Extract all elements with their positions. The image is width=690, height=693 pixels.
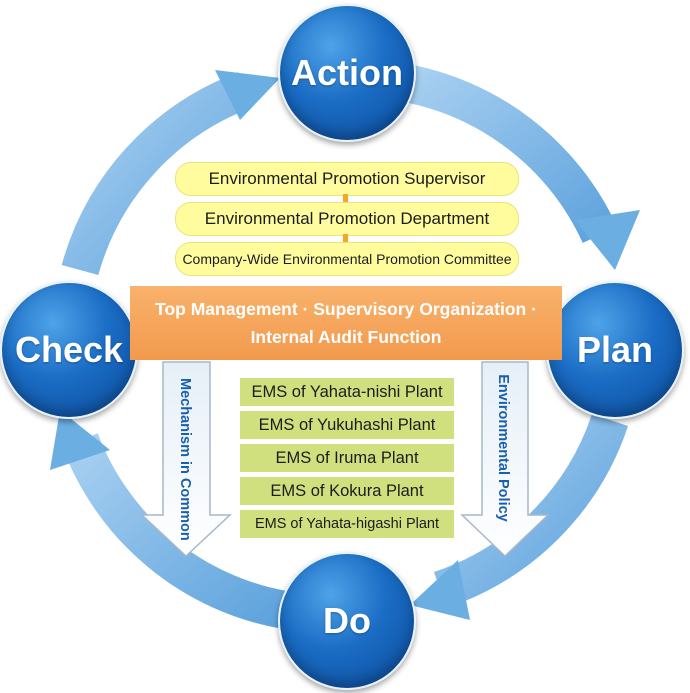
do-label: Do — [323, 600, 371, 641]
mechanism-in-common-label: Mechanism in Common — [177, 378, 193, 541]
pill-connector — [343, 194, 348, 203]
committee-pill: Company-Wide Environmental Promotion Com… — [175, 242, 519, 276]
plant-ems-box: EMS of Yahata-nishi Plant — [240, 378, 454, 406]
ring-arrow-action-to-plan — [396, 63, 640, 270]
plant-ems-box: EMS of Yahata-higashi Plant — [240, 510, 454, 538]
plan-label: Plan — [576, 329, 654, 370]
supervisor-pill: Environmental Promotion Supervisor — [175, 162, 519, 196]
check-node: Check — [0, 281, 138, 419]
plan-node: Plan — [546, 281, 684, 419]
band-line-2: Internal Audit Function — [250, 327, 442, 347]
policy-down-arrow — [460, 361, 550, 558]
plant-ems-box: EMS of Yukuhashi Plant — [240, 411, 454, 439]
ring-arrow-check-to-action — [61, 70, 280, 276]
do-node: Do — [278, 552, 416, 690]
environmental-policy-label: Environmental Policy — [495, 374, 511, 522]
department-pill: Environmental Promotion Department — [175, 202, 519, 236]
band-line-1: Top Management · Supervisory Organizatio… — [155, 299, 537, 319]
check-label: Check — [14, 329, 124, 370]
mechanism-down-arrow — [140, 361, 232, 558]
plant-ems-box: EMS of Kokura Plant — [240, 477, 454, 505]
pill-connector — [343, 234, 348, 243]
ring-arrow-do-to-check — [50, 410, 289, 629]
plant-ems-box: EMS of Iruma Plant — [240, 444, 454, 472]
ring-arrow-plan-to-do — [410, 413, 629, 620]
action-label: Action — [291, 52, 403, 93]
top-management-band: Top Management · Supervisory Organizatio… — [130, 286, 562, 360]
action-node: Action — [278, 4, 416, 142]
